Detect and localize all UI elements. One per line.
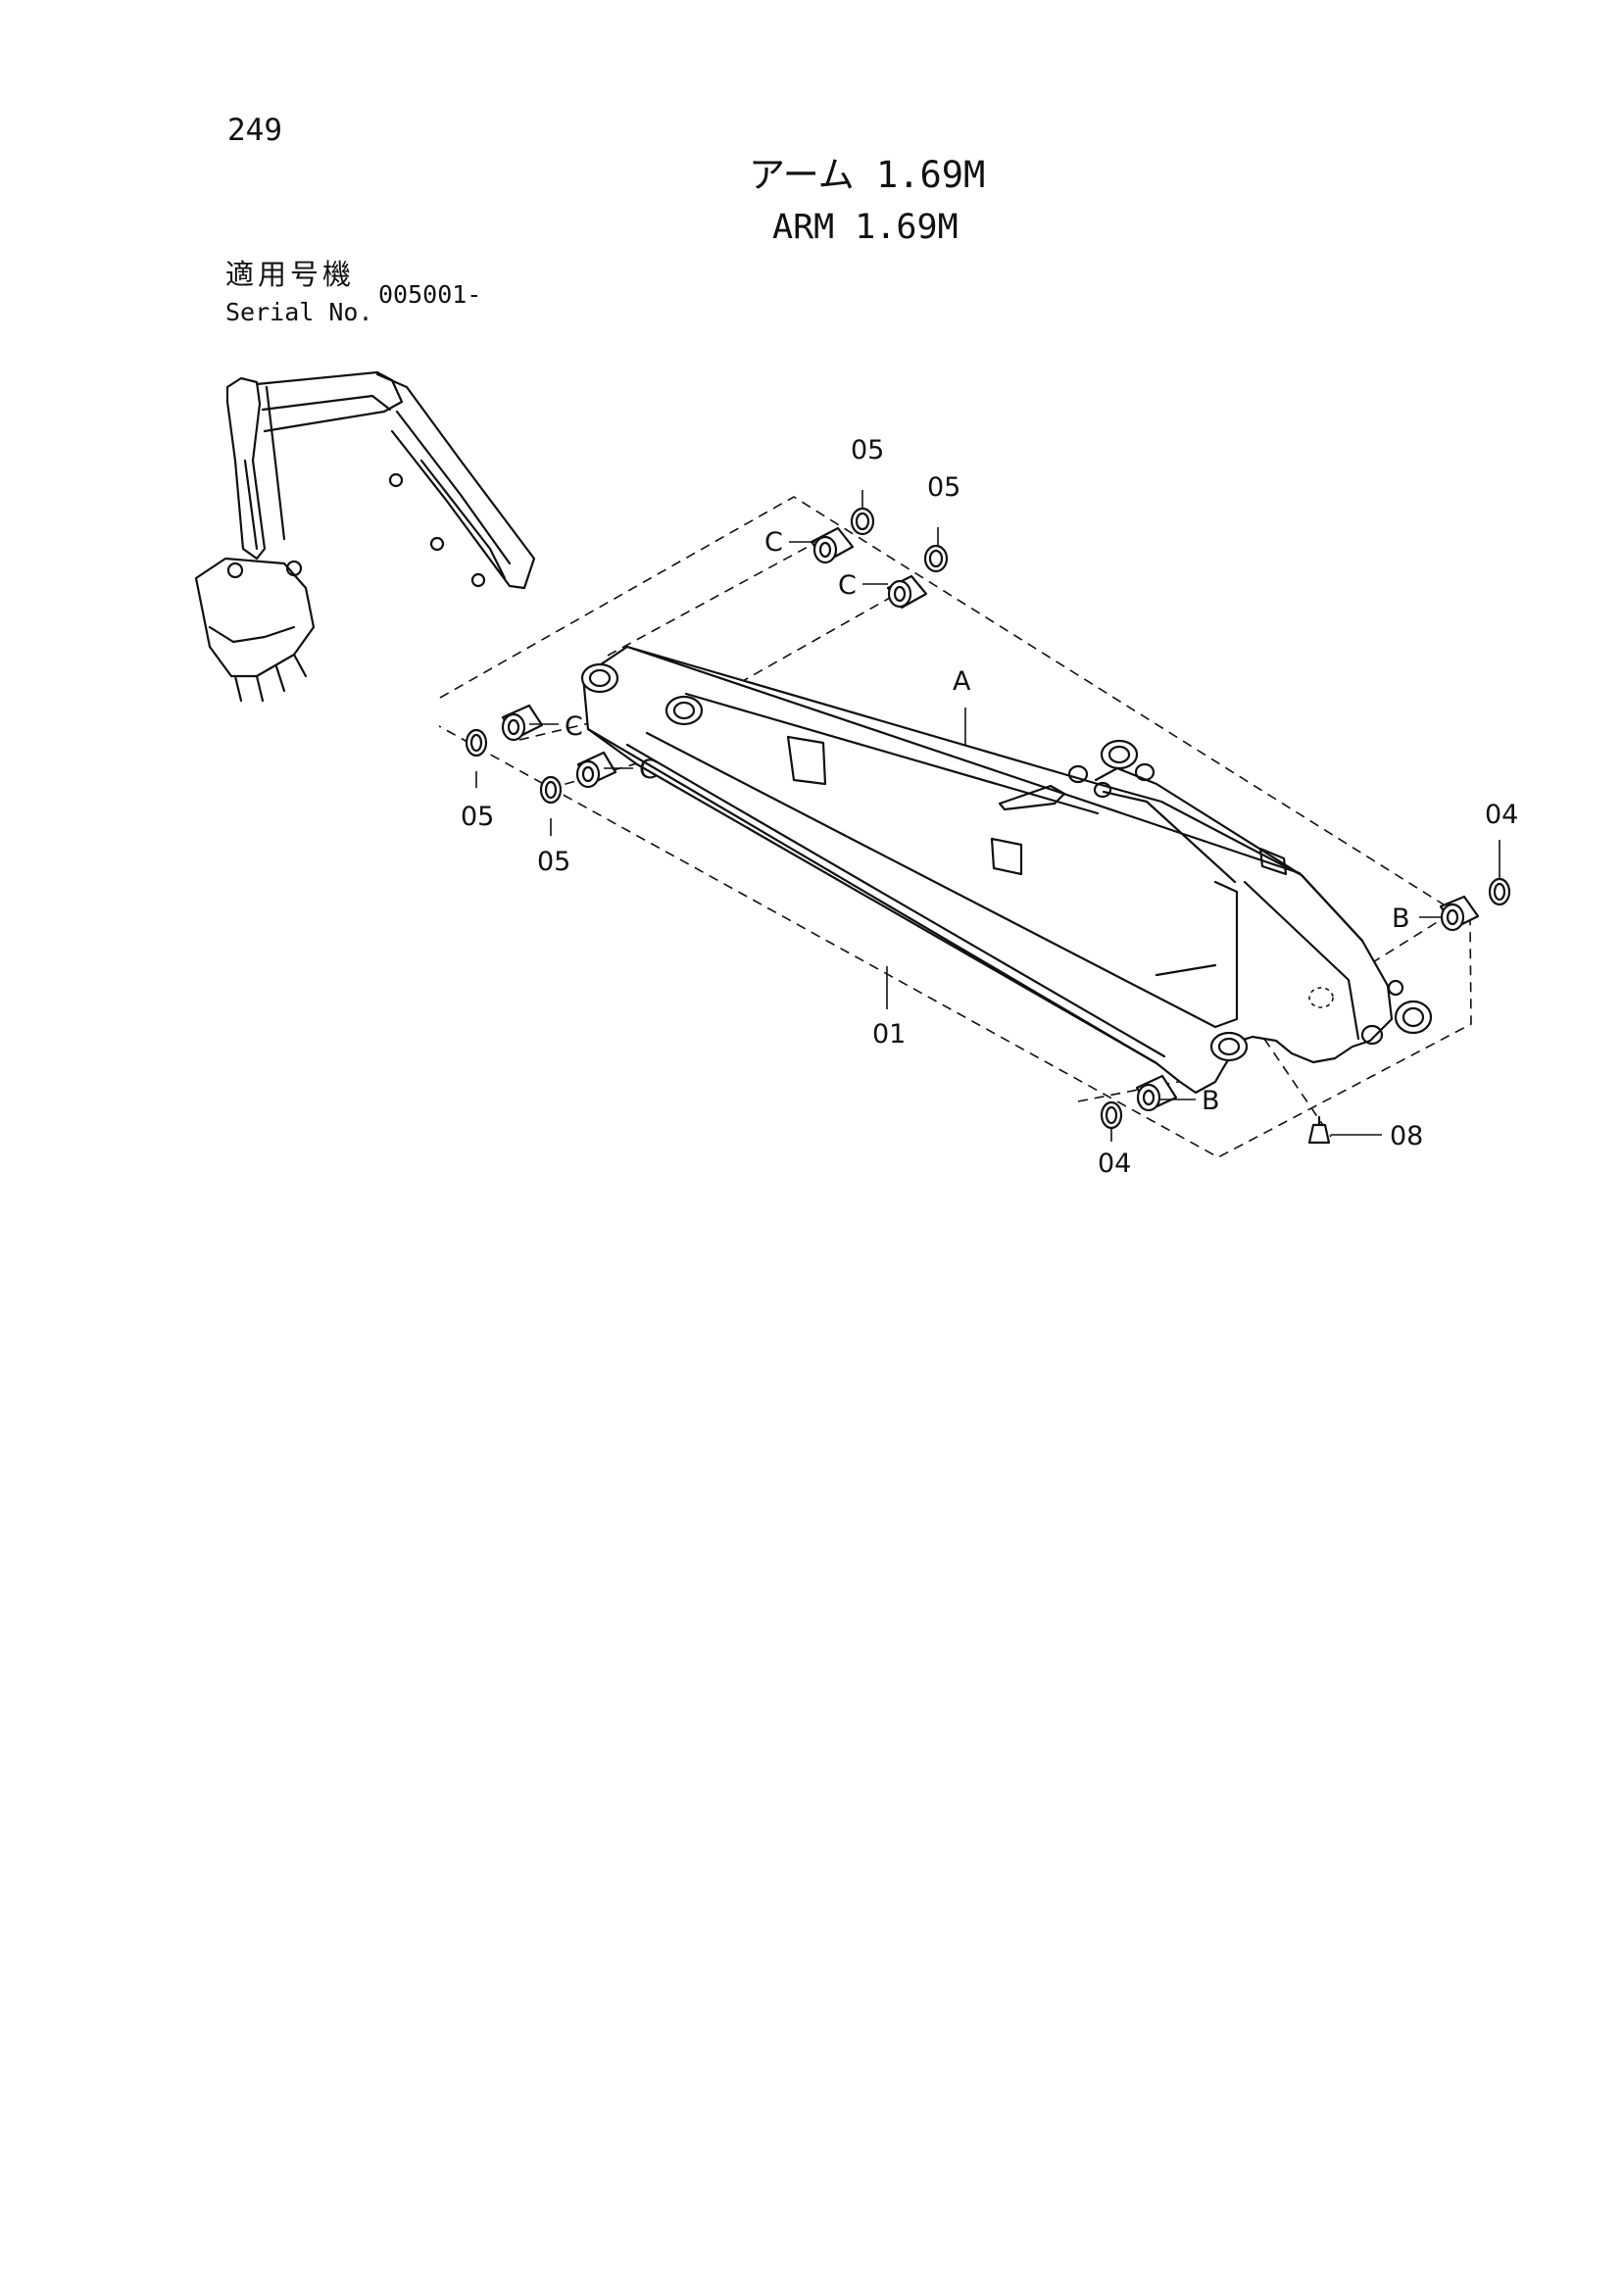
label-c-left-a: C [565,711,583,742]
title-english: ARM 1.69M [772,208,959,247]
callout-05-left-a: 05 [461,802,494,832]
label-c-top-b: C [838,570,857,601]
bushings [501,526,1480,1112]
callout-08-grease-fitting: 08 [1390,1121,1423,1151]
callout-05-top-b: 05 [927,472,960,503]
bushing-c-left-b [575,751,617,789]
bushing-c-left-a [501,704,544,742]
bushing-b-bottom [1135,1074,1178,1112]
serial-label-english: Serial No. [225,298,373,326]
washer-05-top-b [923,544,949,573]
page-number: 249 [227,113,282,148]
label-b-right: B [1392,904,1410,934]
serial-label-japanese: 適用号機 [225,258,356,291]
arm-body [580,645,1433,1095]
bushing-c-top-a [810,526,855,564]
label-b-bottom: B [1202,1086,1220,1116]
washer-05-left-a [465,728,488,757]
label-c-left-b: C [639,755,658,785]
label-a: A [953,666,971,697]
label-c-top-a: C [764,527,783,558]
leader-lines [475,490,1500,1142]
callout-04-bottom: 04 [1098,1148,1131,1179]
bushing-c-top-b [886,574,928,610]
bushing-b-right [1439,895,1480,932]
washer-05-left-b [539,775,563,805]
callout-05-left-b: 05 [537,847,570,877]
callout-04-right: 04 [1485,800,1518,830]
callout-05-top-a: 05 [851,435,884,465]
title-japanese: アーム 1.69M [749,154,986,196]
grease-fitting [1307,1115,1331,1145]
excavator-thumbnail [194,370,536,703]
serial-number-value: 005001- [378,280,482,309]
callout-01-arm: 01 [872,1019,906,1050]
